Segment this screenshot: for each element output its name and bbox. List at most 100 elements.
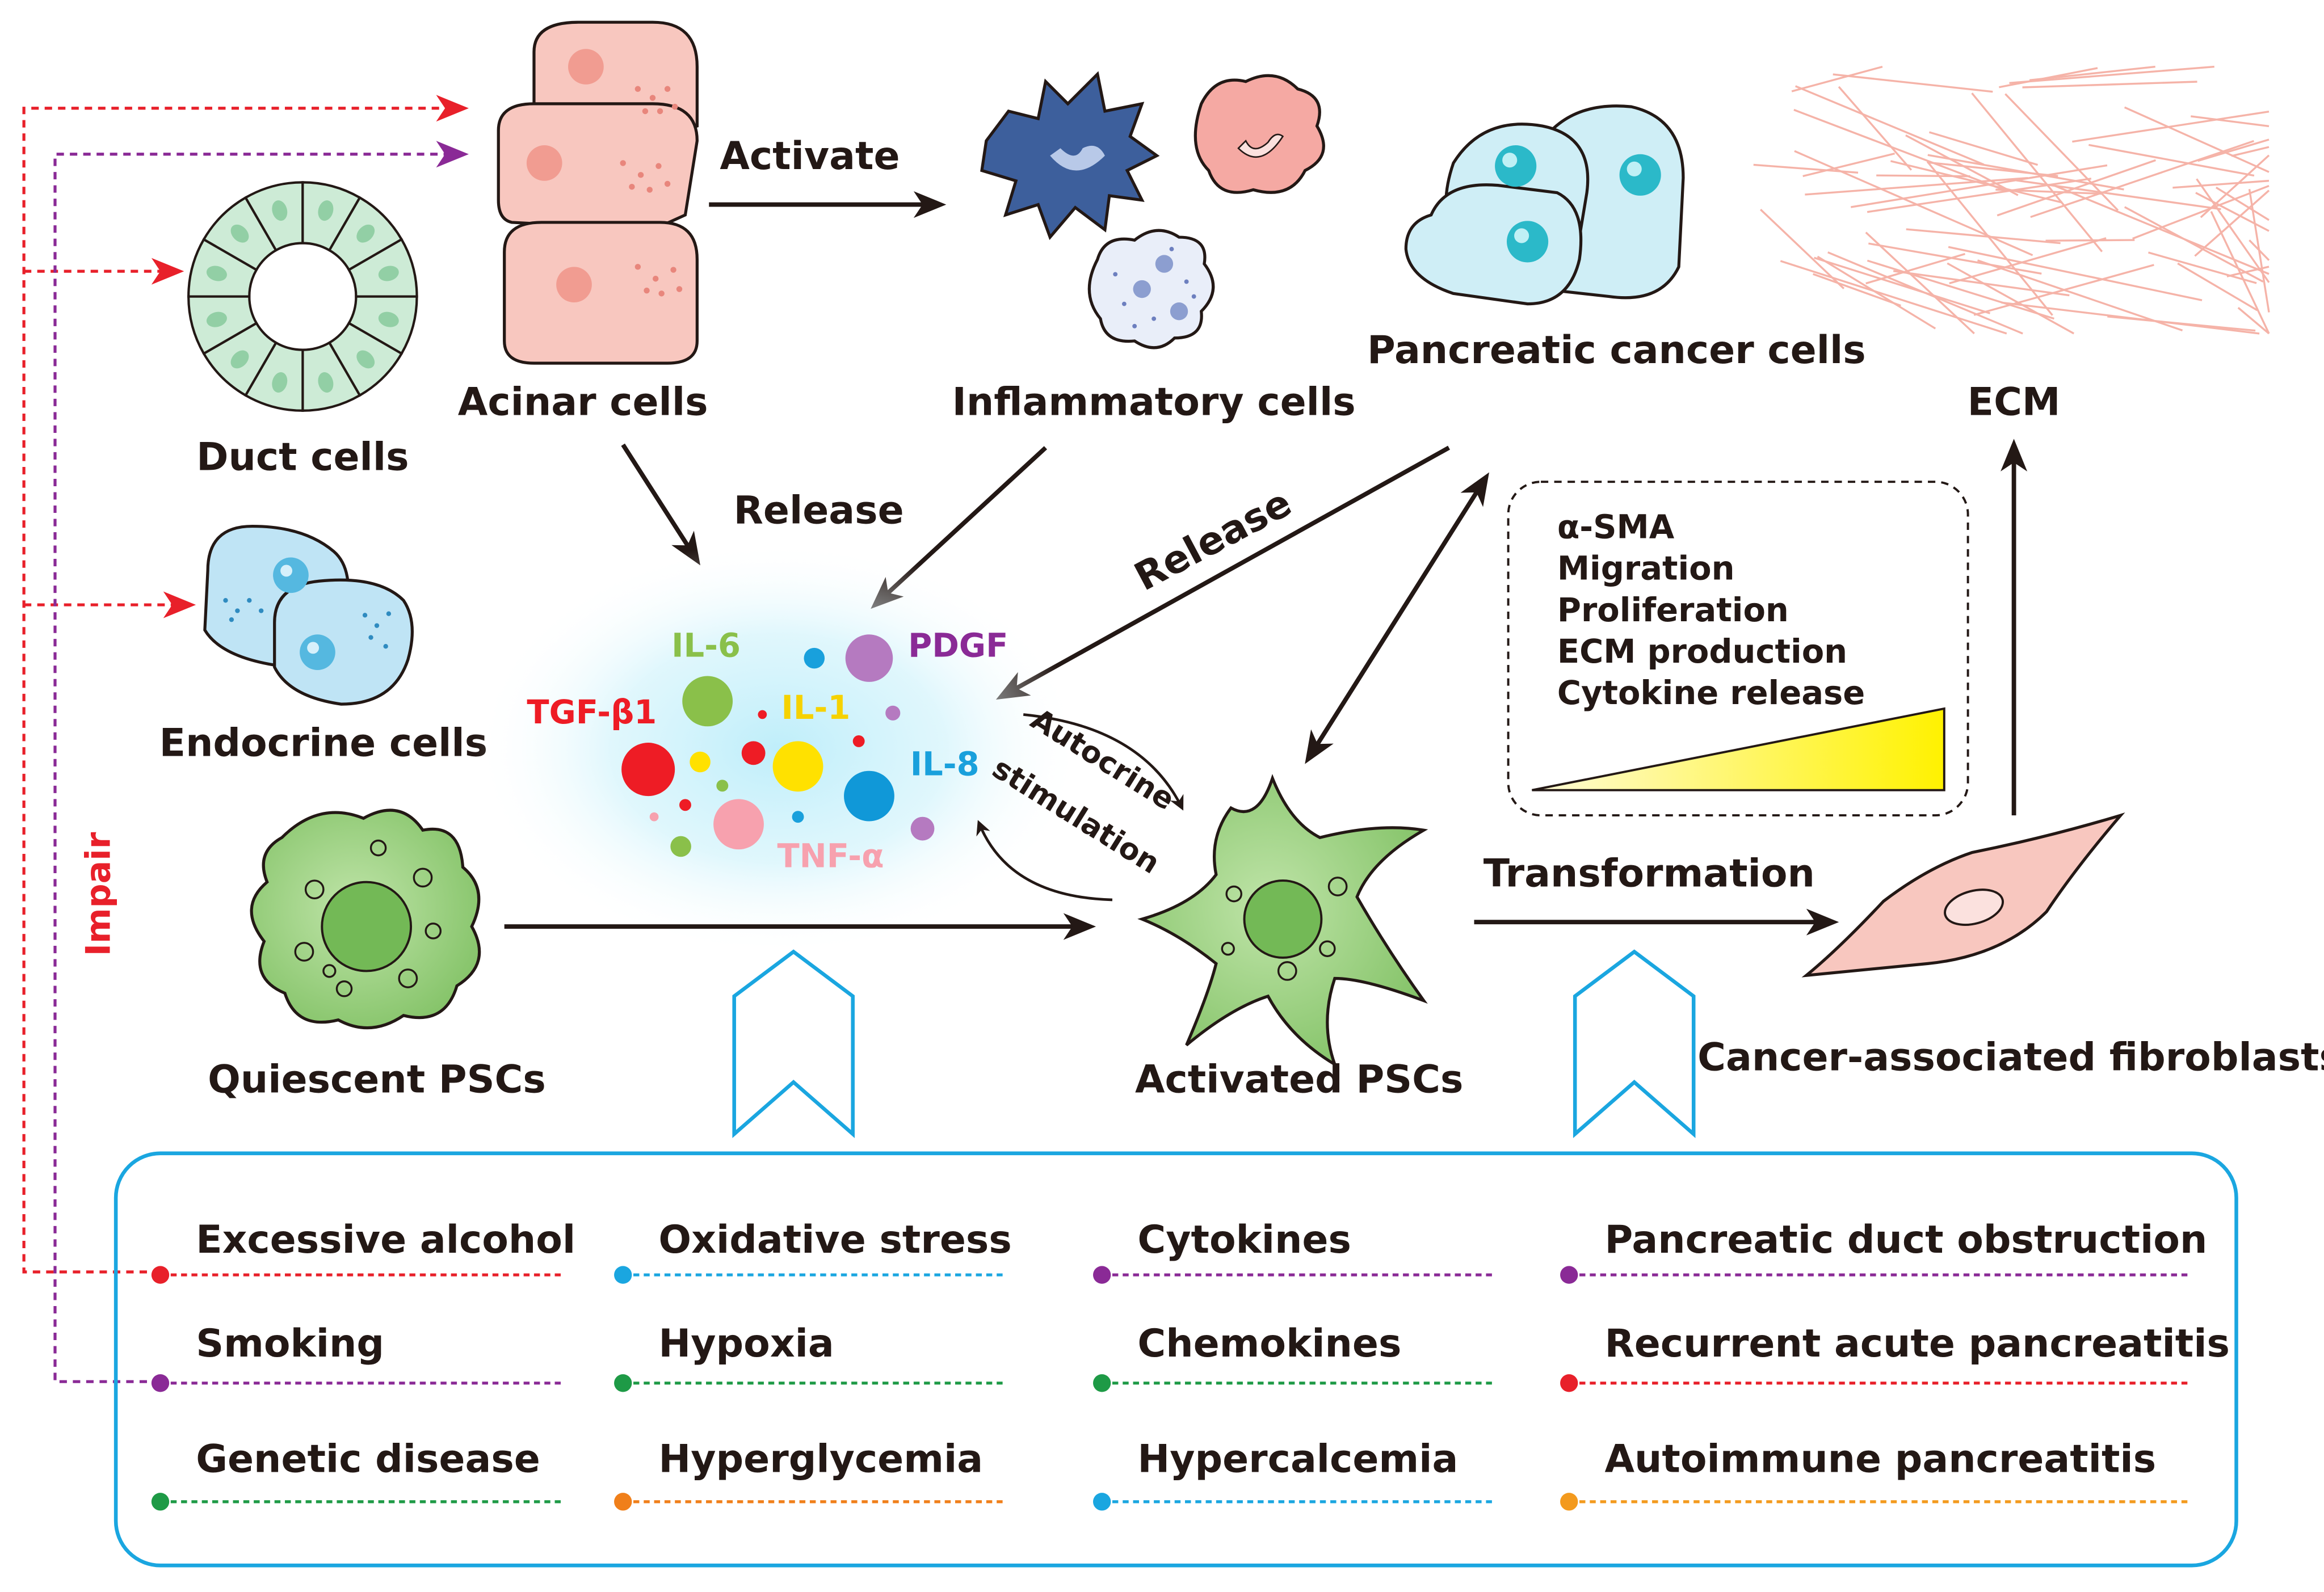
acinar-cells-icon [497,20,699,365]
factor-dot [614,1266,632,1284]
ecm-fiber [1905,134,2019,196]
factor-label: Excessive alcohol [196,1218,575,1262]
duct-nucleus [206,266,227,281]
ecm-fiber [1817,255,1936,330]
ecm-fiber [1795,85,1985,166]
duct-cells-icon [187,181,418,412]
inflammatory-cells-label: Inflammatory cells [952,380,1356,425]
release-right-label: Release [1128,481,1299,600]
ecm-fiber [1780,260,2007,335]
ecm-label: ECM [1968,380,2061,425]
ecm-fiber [1813,273,1901,307]
ecm-fiber [2088,144,2255,177]
ecm-fiber [2045,239,2135,242]
ecm-fiber [2231,146,2270,157]
factor-label: Hyperglycemia [658,1437,983,1482]
ecm-fiber [1995,188,2103,195]
acinar-release-arrow [621,443,701,566]
release-left-label: Release [734,488,904,533]
ecm-fiber [1851,164,2108,208]
ecm-fiber [1868,242,2042,275]
ecm-fiber [2195,192,2270,232]
ecm-fiber [2249,239,2270,261]
ecm-fiber [2215,187,2270,221]
ecm-fiber [2016,179,2221,210]
ecm-fiber [1971,92,2103,252]
ecm-fiber [2226,266,2270,277]
ecm-fiber [2009,65,2214,84]
ecm-fiber [2072,110,2270,143]
cytokine-cloud [474,541,1083,957]
duct-nucleus [272,372,288,393]
chevron-up-icon [732,949,855,1139]
ecm-fiber [1948,246,2203,301]
ecm-fiber [1997,159,2156,217]
activated-psc-label: Activated PSCs [1135,1058,1463,1102]
ecm-fiber [1928,131,2039,166]
duct-nucleus [378,266,399,281]
duct-cells-label: Duct cells [196,435,409,479]
duct-nucleus [378,311,399,327]
ecm-fiber [1791,65,1883,92]
pdgf-label: PDGF [908,627,1008,665]
factor-label: Autoimmune pancreatitis [1604,1437,2156,1482]
ecm-fiber [2237,307,2270,335]
caf-label: Cancer-associated fibroblasts [1697,1035,2324,1080]
endocrine-cells-icon [203,524,414,706]
duct-nucleus [356,224,375,243]
factor-dot [1560,1266,1578,1284]
ecm-fiber [2172,179,2270,189]
il6-label: IL-6 [671,627,741,665]
increase-wedge [1532,707,1945,791]
ecm-fiber [2200,154,2270,218]
factor-dot [1093,1266,1111,1284]
autocrine-arrow-out [1023,713,1184,811]
acinar-cells-label: Acinar cells [458,380,708,425]
ecm-fiber [1867,178,2092,213]
factor-dot [151,1266,170,1284]
factor-label: Recurrent acute pancreatitis [1604,1321,2230,1366]
ecm-fiber [1833,73,1993,93]
duct-nucleus [356,350,375,369]
feature-item: Proliferation [1557,591,1789,629]
ecm-fiber [2148,251,2257,284]
tgfb1-label: TGF-β1 [527,693,657,731]
pancreatic-cancer-cells-label: Pancreatic cancer cells [1367,328,1866,373]
factor-dot [151,1374,170,1392]
chevron-up-icon [1573,949,1696,1139]
ecm-fiber [1906,228,2061,245]
factor-dot [1560,1374,1578,1392]
ecm-fiber [1890,160,2063,204]
duct-nucleus [318,200,334,221]
factor-dot [151,1493,170,1511]
ecm-fiber [1999,67,2098,89]
quiescent-psc-icon [250,808,481,1030]
feature-item: Cytokine release [1557,674,1865,712]
ecm-fiber [2030,140,2254,218]
il1-label: IL-1 [781,689,850,727]
duct-nucleus [206,311,227,327]
factor-dot [1093,1493,1111,1511]
ecm-fiber [2107,315,2256,332]
tnfa-label: TNF-α [777,837,884,875]
ecm-fiber [1838,86,1913,171]
autocrine-arrow-in [976,820,1113,902]
cancer-psc-double-arrow [1305,472,1489,764]
impair-lines [22,95,469,1383]
ecm-fiber [2177,262,2258,311]
transformation-label: Transformation [1484,851,1815,896]
duct-cell [347,238,418,298]
feature-box [1507,481,1969,817]
factor-label: Hypercalcemia [1137,1437,1458,1482]
ecm-fiber [2194,189,2270,257]
ecm-fiber [2197,138,2270,162]
ecm-fiber [1927,154,2124,191]
duct-nucleus [272,200,288,221]
activate-label: Activate [720,134,900,179]
ecm-fiber [1977,259,2183,331]
factor-dot [614,1374,632,1392]
ecm-fiber [2022,81,2197,89]
duct-nucleus [230,350,249,369]
